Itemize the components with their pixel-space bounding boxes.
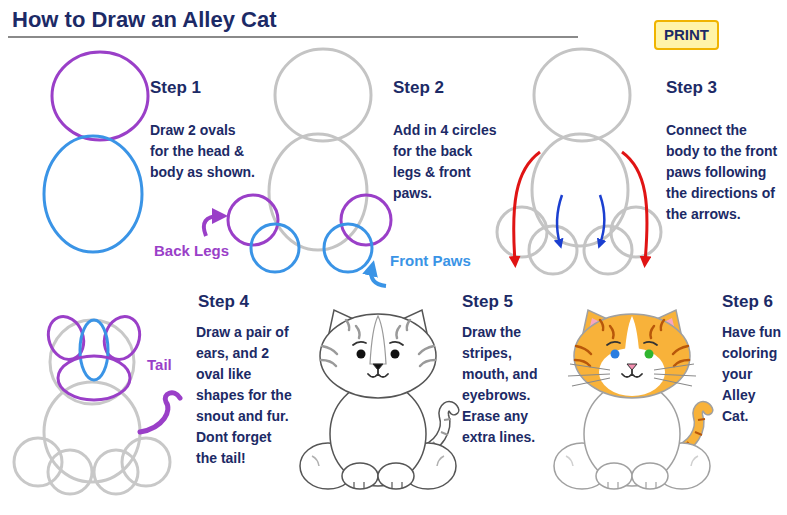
part-label: Back Legs [154,242,229,260]
step-heading: Step 1 [150,78,201,98]
step1-drawing [44,52,148,252]
step-instructions: Draw a pair of ears, and 2 oval like sha… [196,322,296,469]
step-heading: Step 5 [462,292,513,312]
step-instructions: Add in 4 circles for the back legs & fro… [393,120,497,204]
part-label: Front Paws [390,252,471,270]
step-instructions: Draw the stripes, mouth, and eyebrows. E… [462,322,546,448]
step-instructions: Have fun coloring your Alley Cat. [722,322,784,427]
step-heading: Step 4 [198,292,249,312]
step-instructions: Connect the body to the front paws follo… [666,120,782,225]
step5-cat [300,310,456,489]
step6-cat [554,310,710,489]
print-button: PRINT [654,20,719,50]
step3-drawing [497,49,661,274]
step4-drawing [14,312,180,494]
button-label: PRINT [664,26,709,44]
step-heading: Step 3 [666,78,717,98]
part-label: Tail [147,356,172,374]
title-rule [8,36,578,38]
step-heading: Step 6 [722,292,773,312]
step-heading: Step 2 [393,78,444,98]
step-instructions: Draw 2 ovals for the head & body as show… [150,120,258,183]
page-title: How to Draw an Alley Cat [12,7,276,33]
